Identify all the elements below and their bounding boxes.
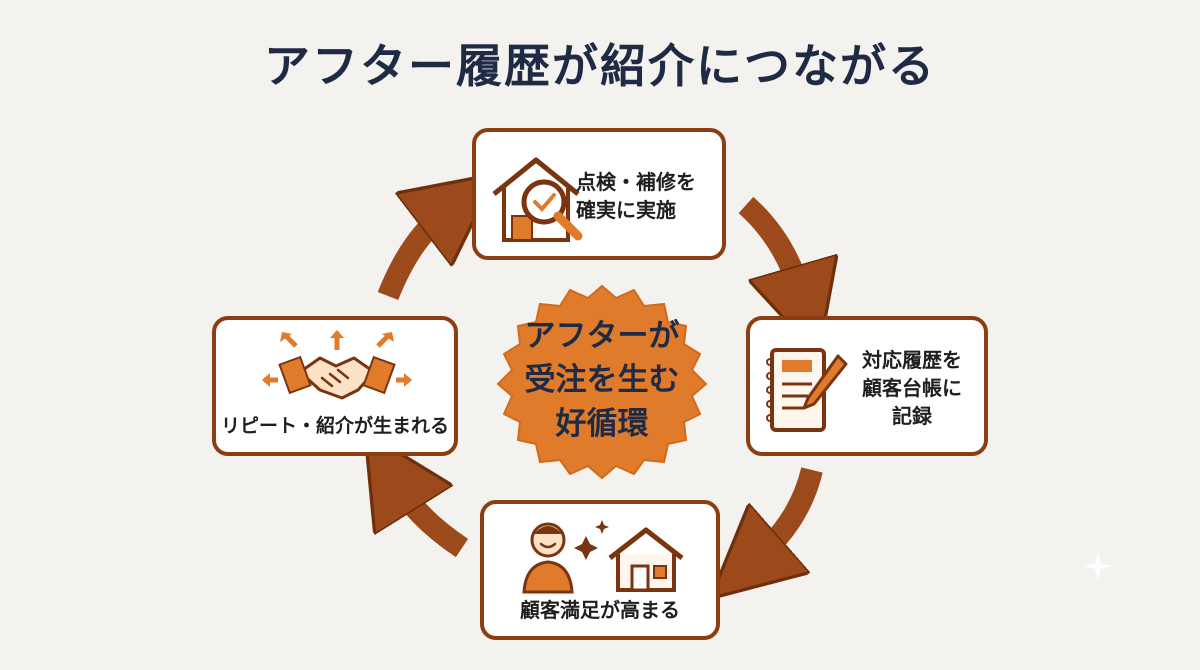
- house-inspection-icon: [492, 157, 583, 242]
- arrow-top-to-right: [738, 196, 800, 292]
- step-label-inspection: 点検・補修を 確実に実施: [576, 170, 696, 222]
- center-badge: アフターが 受注を生む 好循環: [486, 280, 718, 480]
- handshake-icon: [262, 330, 412, 400]
- sparkle-icon: [1084, 552, 1112, 580]
- step-label-referral: リピート・紹介が生まれる: [220, 415, 449, 437]
- arrow-right-to-bottom: [760, 467, 823, 555]
- step-label-satisfaction: 顧客満足が高まる: [520, 598, 680, 622]
- page-title: アフター履歴が紹介につながる: [264, 39, 936, 93]
- center-label: アフターが 受注を生む 好循環: [524, 318, 680, 442]
- arrow-bottom-to-left: [400, 488, 469, 558]
- step-card-satisfaction: 顧客満足が高まる: [480, 500, 720, 640]
- step-label-record: 対応履歴を 顧客台帳に 記録: [862, 348, 962, 428]
- happy-customer-house-icon: [522, 520, 684, 594]
- step-card-referral: リピート・紹介が生まれる: [212, 316, 458, 456]
- step-card-inspection: 点検・補修を 確実に実施: [472, 128, 726, 260]
- center-burst-shape: [496, 284, 708, 480]
- arrow-left-to-top: [377, 214, 444, 301]
- step-card-record: 対応履歴を 顧客台帳に 記録: [746, 316, 988, 456]
- notebook-pen-icon: [766, 348, 848, 432]
